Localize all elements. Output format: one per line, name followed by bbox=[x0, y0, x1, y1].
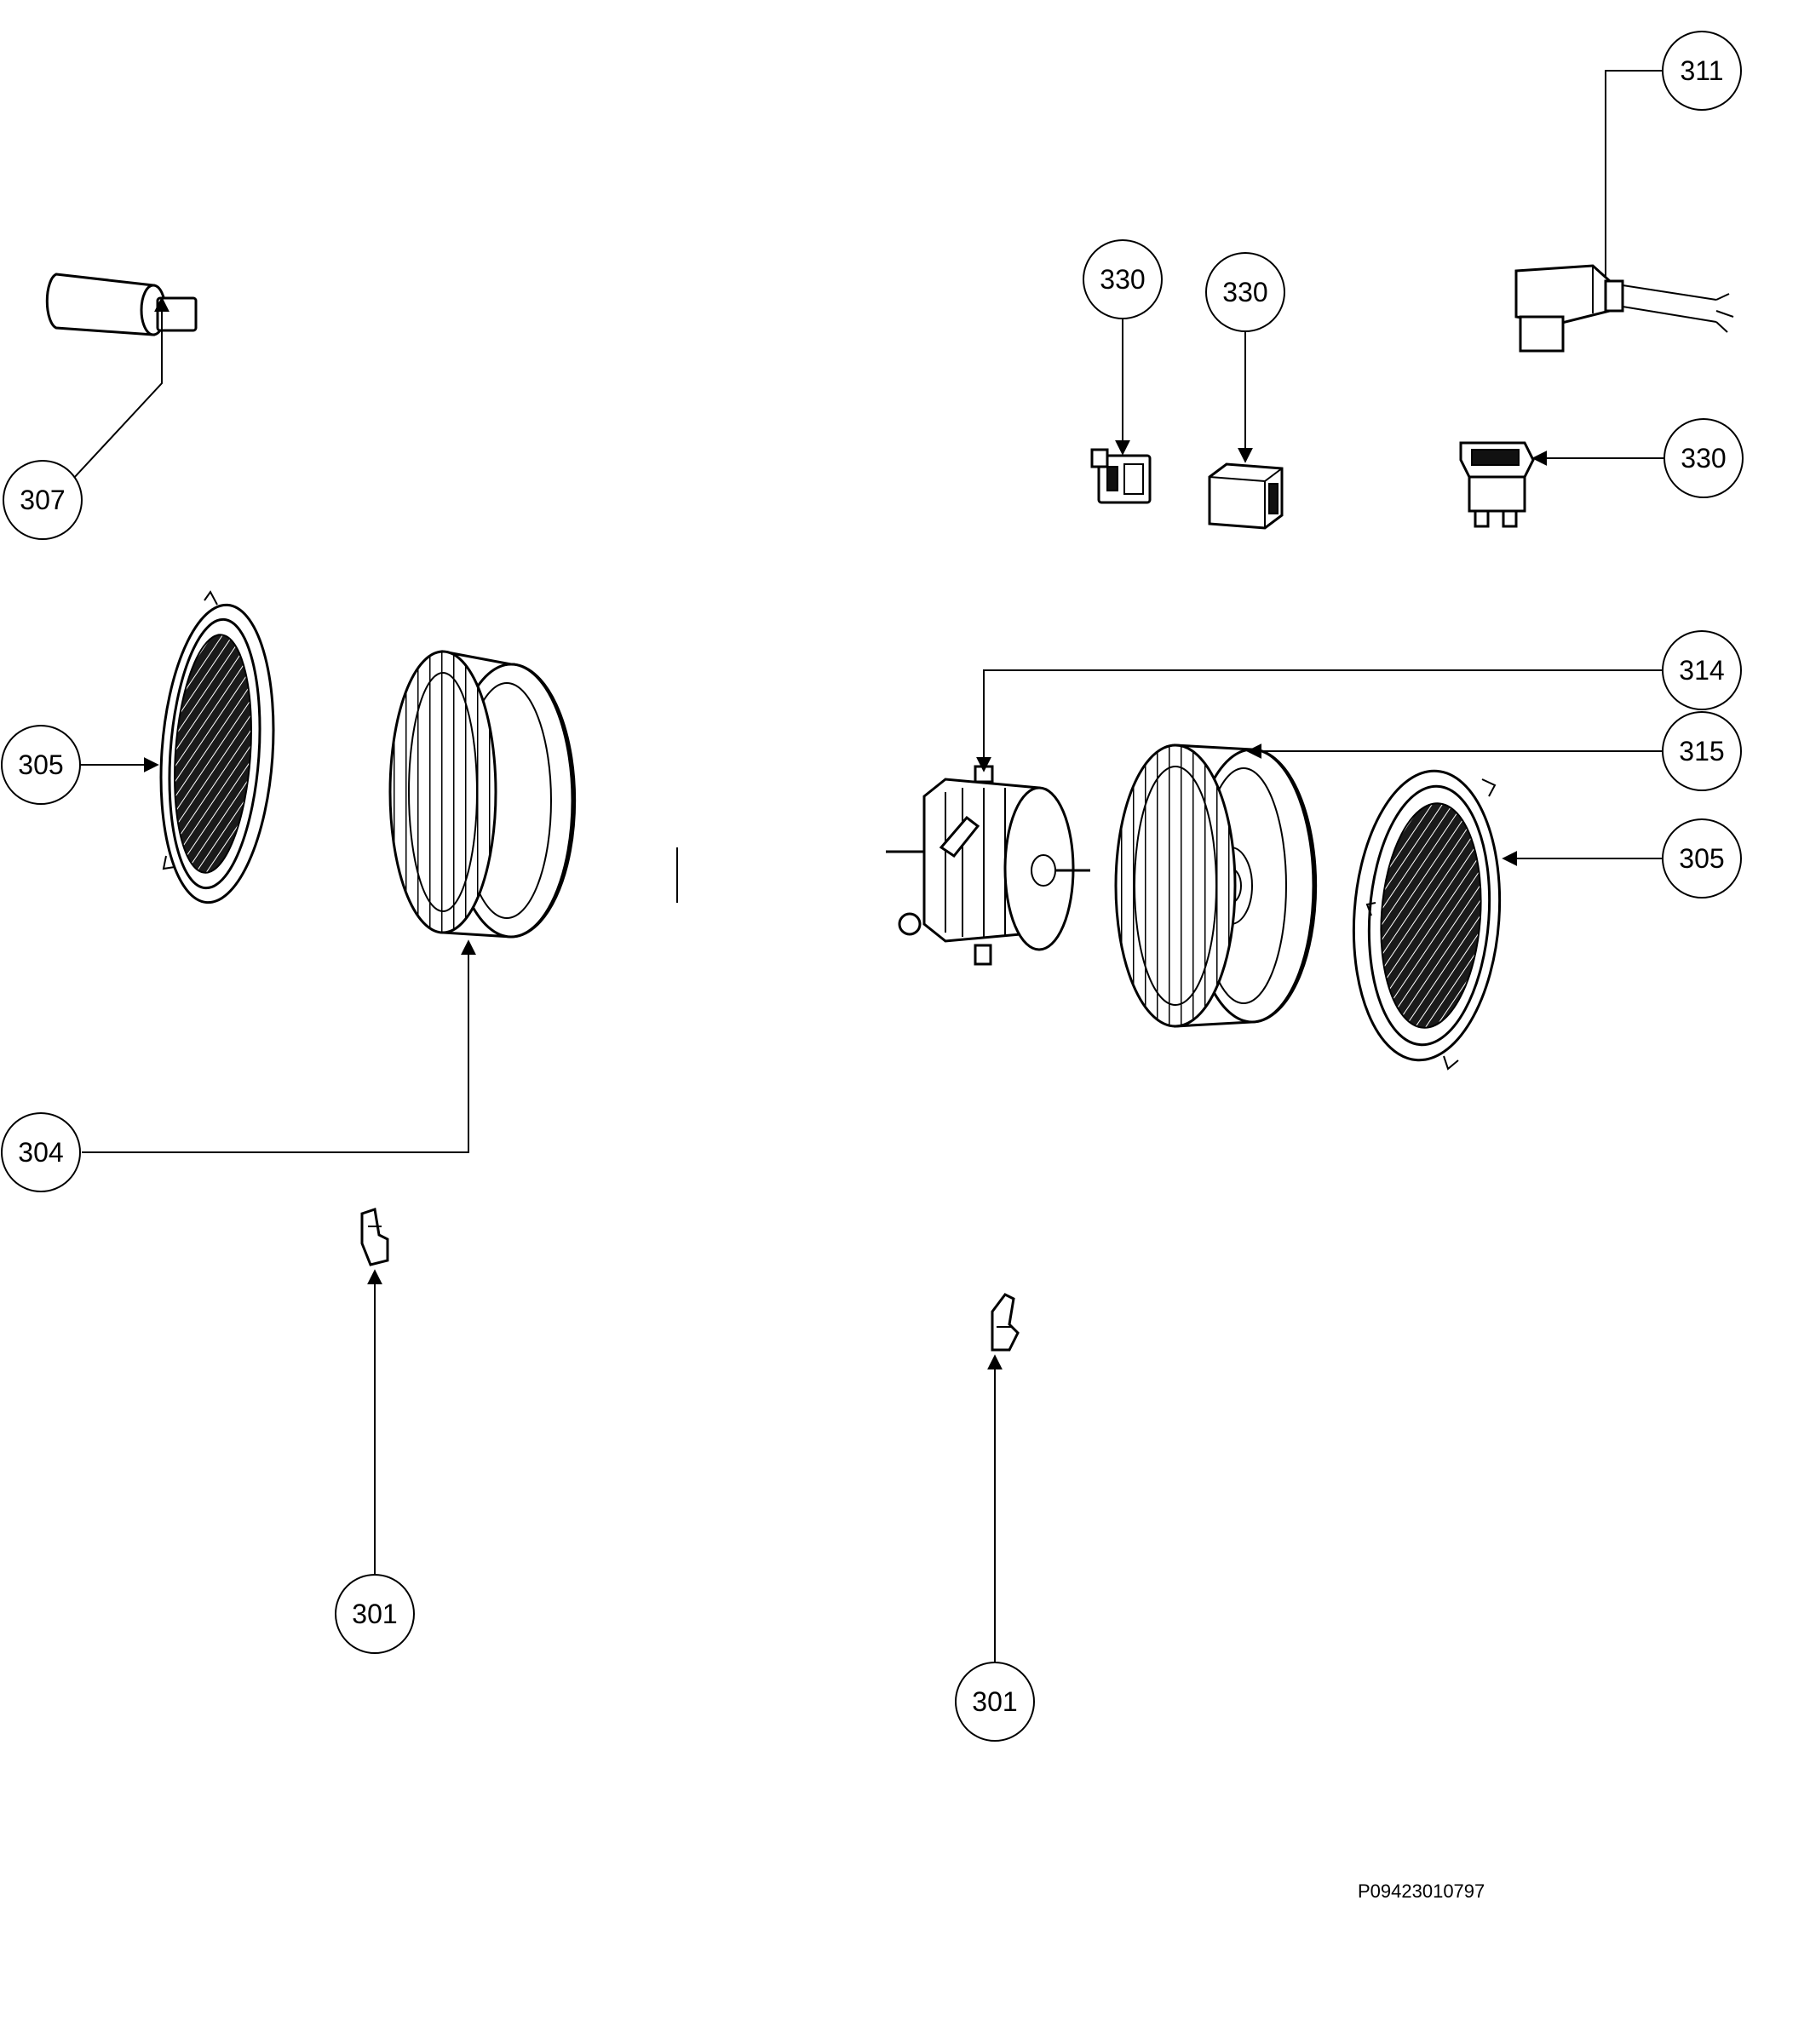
callout-330b-label: 330 bbox=[1222, 277, 1267, 307]
callout-307-label: 307 bbox=[20, 485, 65, 515]
blower-wheel-left-part bbox=[388, 650, 577, 939]
callout-311-label: 311 bbox=[1680, 55, 1723, 86]
callout-330a-label: 330 bbox=[1100, 264, 1145, 295]
callout-330c-label: 330 bbox=[1681, 443, 1726, 474]
clip-left-part bbox=[360, 1208, 389, 1266]
callout-304: 304 bbox=[1, 939, 476, 1192]
callout-301-right: 301 bbox=[955, 1354, 1035, 1742]
callout-305-right-label: 305 bbox=[1679, 843, 1724, 874]
callout-315-label: 315 bbox=[1679, 736, 1724, 766]
fan-grille-right-part bbox=[1352, 769, 1502, 1071]
capacitor-part bbox=[45, 273, 198, 336]
callout-315: 315 bbox=[1246, 711, 1742, 791]
callout-301-left-label: 301 bbox=[352, 1599, 397, 1629]
connector-330b-part bbox=[1208, 462, 1284, 530]
callout-330b: 330 bbox=[1205, 252, 1285, 463]
motor-part bbox=[886, 765, 1090, 966]
callout-330c: 330 bbox=[1531, 418, 1744, 498]
callout-330a: 330 bbox=[1083, 239, 1163, 456]
callout-305-left-label: 305 bbox=[18, 749, 63, 780]
callout-305-left: 305 bbox=[1, 725, 159, 805]
callout-301-left: 301 bbox=[335, 1269, 415, 1654]
callout-305-right: 305 bbox=[1502, 818, 1742, 899]
fan-grille-left-part bbox=[159, 590, 275, 904]
callout-314-label: 314 bbox=[1679, 655, 1724, 686]
cable-plug-part bbox=[1514, 264, 1734, 353]
callout-307: 307 bbox=[3, 296, 170, 540]
connector-330a-part bbox=[1090, 448, 1152, 504]
document-number: P09423010797 bbox=[1358, 1880, 1485, 1902]
callout-301-right-label: 301 bbox=[972, 1686, 1017, 1717]
connector-330c-part bbox=[1459, 441, 1535, 528]
blower-wheel-right-part bbox=[1114, 744, 1318, 1028]
callout-314: 314 bbox=[976, 630, 1742, 772]
clip-right-part bbox=[991, 1293, 1020, 1352]
callout-311: 311 bbox=[1605, 31, 1742, 278]
callout-304-label: 304 bbox=[18, 1137, 63, 1168]
